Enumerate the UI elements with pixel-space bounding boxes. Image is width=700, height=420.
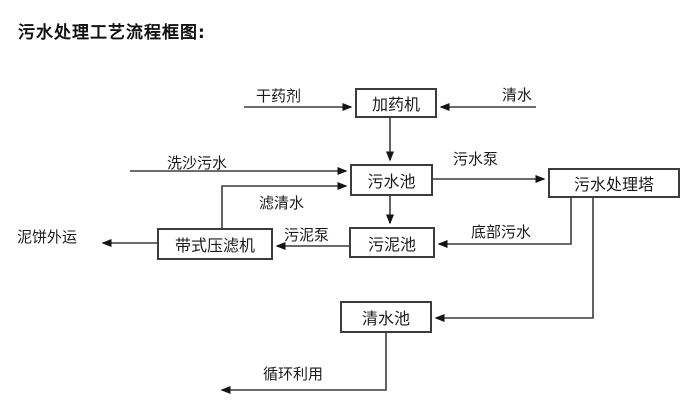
node-belt-filter-press: 带式压滤机 <box>157 228 273 260</box>
diagram-title: 污水处理工艺流程框图: <box>18 23 206 43</box>
node-clean-water-pool: 清水池 <box>340 301 432 333</box>
label-bottom-sewage: 底部污水 <box>471 223 532 241</box>
node-sludge-pool: 污泥池 <box>349 227 435 258</box>
edge-tower-to-clean-arrow <box>434 198 594 322</box>
node-dosing-machine: 加药机 <box>355 88 437 118</box>
label-filtered-water: 滤清水 <box>259 194 305 212</box>
node-sewage-pool: 污水池 <box>350 164 433 196</box>
edge-recycle-arrow <box>220 333 387 394</box>
label-clean-water: 清水 <box>502 86 533 104</box>
label-sewage-pump: 污水泵 <box>453 150 499 168</box>
label-recycle-use: 循环利用 <box>263 365 324 383</box>
label-dry-chemical: 干药剂 <box>256 87 302 105</box>
label-sand-washing-sewage: 洗沙污水 <box>167 154 228 172</box>
node-sewage-treatment-tower: 污水处理塔 <box>548 168 680 198</box>
edge-bottom-sewage-arrow <box>437 198 572 248</box>
edge-filtered-water-arrow <box>221 182 348 228</box>
label-sludge-pump: 污泥泵 <box>284 226 330 244</box>
label-mud-cake-out: 泥饼外运 <box>17 228 78 246</box>
